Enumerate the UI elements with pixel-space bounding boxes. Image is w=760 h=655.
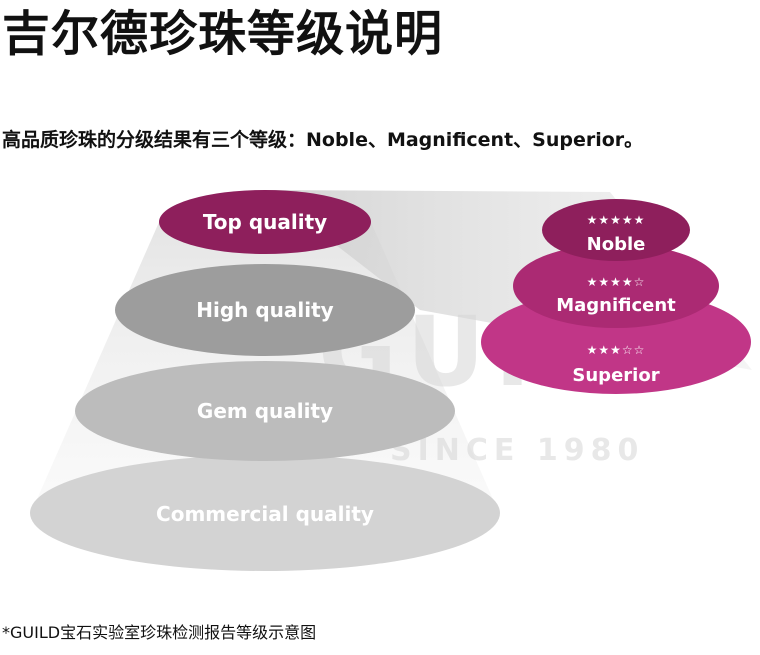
level-label-gem: Gem quality	[197, 399, 333, 423]
grade-label-noble: Noble	[587, 234, 646, 255]
page-subtitle: 高品质珍珠的分级结果有三个等级：Noble、Magnificent、Superi…	[2, 129, 644, 151]
level-label-commercial: Commercial quality	[156, 502, 374, 526]
level-commercial-quality	[30, 455, 500, 571]
grade-stars-noble: ★★★★★	[587, 213, 646, 227]
level-gem-quality	[75, 361, 455, 461]
grade-magnificent	[513, 244, 719, 328]
grade-label-superior: Superior	[572, 365, 659, 386]
grade-noble	[542, 199, 690, 261]
level-top-quality	[159, 190, 371, 254]
level-high-quality	[115, 264, 415, 356]
pearl-grade-diagram: GUILD SINCE 1980 Commercial quality Gem …	[30, 190, 752, 571]
grade-stars-superior: ★★★☆☆	[587, 343, 646, 357]
page-title: 吉尔德珍珠等级说明	[2, 6, 444, 62]
level-label-top: Top quality	[203, 210, 327, 234]
level-label-high: High quality	[196, 298, 333, 322]
grade-label-magnificent: Magnificent	[556, 295, 676, 316]
footnote: *GUILD宝石实验室珍珠检测报告等级示意图	[2, 623, 317, 642]
grade-stars-magnificent: ★★★★☆	[587, 275, 646, 289]
watermark-since: SINCE 1980	[390, 433, 644, 468]
